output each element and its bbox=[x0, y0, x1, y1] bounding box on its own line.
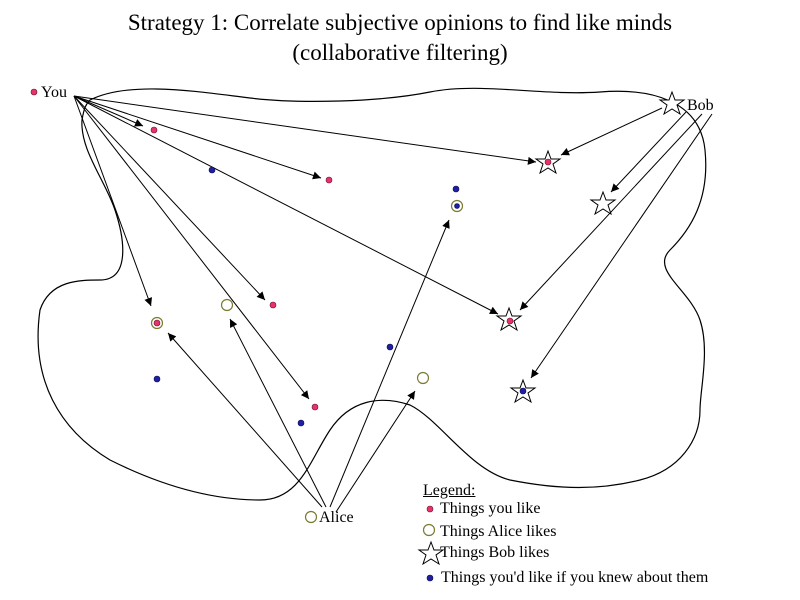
alice-circle bbox=[416, 371, 430, 385]
arrow-alice-to-circle-4 bbox=[335, 390, 416, 513]
bob-arrows bbox=[519, 107, 713, 379]
legend-star-marker bbox=[417, 540, 445, 566]
arrow-alice-to-circle-3 bbox=[329, 219, 450, 508]
alice-circle bbox=[220, 298, 234, 312]
arrow-alice-to-circle-1 bbox=[167, 332, 323, 508]
arrow-you-to-item-c bbox=[73, 95, 310, 400]
you-like-dot bbox=[153, 319, 161, 327]
you-like-dot bbox=[150, 126, 158, 134]
recommended-dot bbox=[452, 185, 460, 193]
label-alice: Alice bbox=[319, 509, 354, 526]
star-icon bbox=[589, 190, 617, 216]
arrow-alice-to-circle-2 bbox=[229, 318, 327, 508]
alice-circles bbox=[150, 199, 464, 537]
legend-item-you-like: Things you like bbox=[440, 500, 541, 517]
recommended-dot bbox=[297, 419, 305, 427]
alice-circle bbox=[150, 316, 164, 330]
diagram-title-line-2: (collaborative filtering) bbox=[292, 40, 508, 65]
you-like-dot bbox=[30, 88, 38, 96]
arrow-bob-to-star-1 bbox=[560, 107, 663, 156]
recommended-dot bbox=[386, 343, 394, 351]
recommended-dot bbox=[519, 387, 527, 395]
recommended-dot bbox=[454, 203, 460, 209]
arrow-you-to-item-a bbox=[73, 95, 153, 307]
alice-arrows bbox=[167, 219, 450, 513]
legend-item-alice-likes: Things Alice likes bbox=[440, 523, 557, 540]
legend-red-dot-marker bbox=[426, 505, 434, 513]
you-like-dot bbox=[269, 301, 277, 309]
legend-heading: Legend: bbox=[423, 482, 476, 499]
arrow-you-to-item-b bbox=[73, 95, 266, 301]
recommended-dots bbox=[153, 166, 527, 582]
you-like-dots bbox=[30, 88, 552, 513]
arrow-you-to-item-e bbox=[73, 95, 322, 180]
label-bob: Bob bbox=[687, 97, 714, 114]
arrow-bob-to-star-2 bbox=[610, 111, 687, 193]
recommended-dot bbox=[153, 375, 161, 383]
you-arrows bbox=[73, 95, 537, 400]
item-space-outline bbox=[37, 87, 707, 501]
arrow-you-to-star-1 bbox=[73, 95, 537, 165]
you-like-dot bbox=[311, 403, 319, 411]
arrow-you-to-item-d bbox=[73, 95, 144, 127]
label-you: You bbox=[41, 84, 67, 101]
arrow-bob-to-star-4 bbox=[530, 113, 713, 379]
legend-item-bob-likes: Things Bob likes bbox=[440, 544, 550, 561]
legend-blue-dot-marker bbox=[426, 574, 434, 582]
diagram-title-line-1: Strategy 1: Correlate subjective opinion… bbox=[127, 10, 673, 35]
legend-item-recommended: Things you'd like if you knew about them bbox=[441, 569, 709, 586]
arrow-you-to-star-3 bbox=[73, 95, 499, 315]
you-like-dot bbox=[325, 176, 333, 184]
legend-circle-marker bbox=[422, 523, 436, 537]
bob-stars bbox=[495, 90, 686, 404]
recommended-dot bbox=[208, 166, 216, 174]
alice-circle bbox=[304, 510, 318, 524]
star-icon bbox=[658, 90, 686, 116]
arrow-bob-to-star-3 bbox=[519, 113, 703, 311]
you-like-dot bbox=[544, 158, 552, 166]
you-like-dot bbox=[506, 317, 514, 325]
alice-circle bbox=[450, 199, 464, 213]
